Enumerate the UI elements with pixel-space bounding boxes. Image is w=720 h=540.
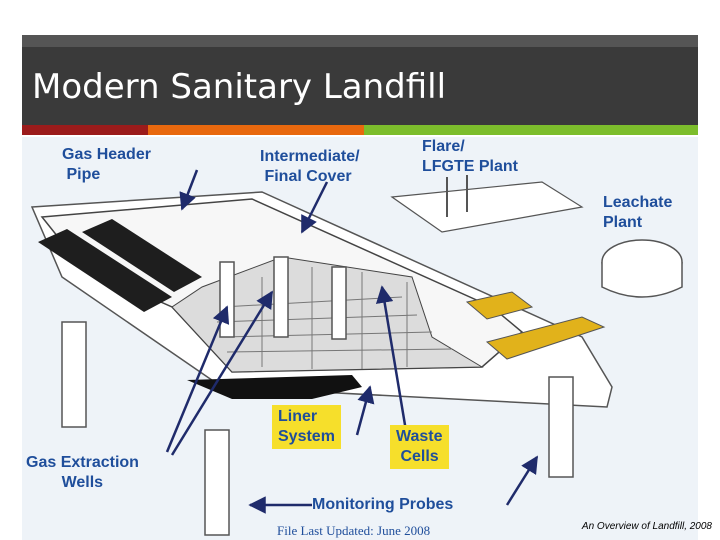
title-bar: Modern Sanitary Landfill (22, 35, 698, 125)
file-updated-note: File Last Updated: June 2008 (277, 523, 431, 538)
yellow-cell-2 (485, 316, 606, 360)
accent-stripe-red (22, 125, 148, 135)
landfill-diagram: Gas Header Pipe Intermediate/ Final Cove… (22, 137, 698, 540)
label-leachate-plant: Leachate Plant (603, 194, 673, 231)
label-waste-cells: Waste Cells (390, 425, 449, 469)
label-gas-extraction-wells: Gas Extraction Wells (26, 454, 139, 491)
monitoring-probes (61, 321, 574, 536)
accent-stripes (22, 125, 698, 135)
accent-stripe-green (364, 125, 698, 135)
landfill-drawing (30, 169, 683, 536)
label-intermediate-cover: Intermediate/ Final Cover (260, 148, 360, 185)
black-liner (187, 375, 362, 399)
accent-stripe-orange (148, 125, 364, 135)
label-liner-system: Liner System (272, 405, 341, 449)
flare-pad (390, 181, 584, 233)
cover-strip-2 (82, 219, 202, 292)
flare-stacks (446, 175, 468, 217)
callout-arrows (165, 169, 539, 514)
leachate-tank-body (601, 262, 683, 298)
label-flare-plant: Flare/ LFGTE Plant (422, 138, 518, 175)
source-credit: An Overview of Landfill, 2008 (581, 521, 712, 532)
label-gas-header-pipe: Gas Header Pipe (62, 146, 151, 183)
label-monitoring-probes: Monitoring Probes (312, 496, 454, 513)
cover-strip-1 (38, 229, 172, 312)
yellow-cell-1 (465, 291, 534, 320)
slide-title: Modern Sanitary Landfill (32, 67, 447, 107)
cross-section (171, 256, 484, 373)
